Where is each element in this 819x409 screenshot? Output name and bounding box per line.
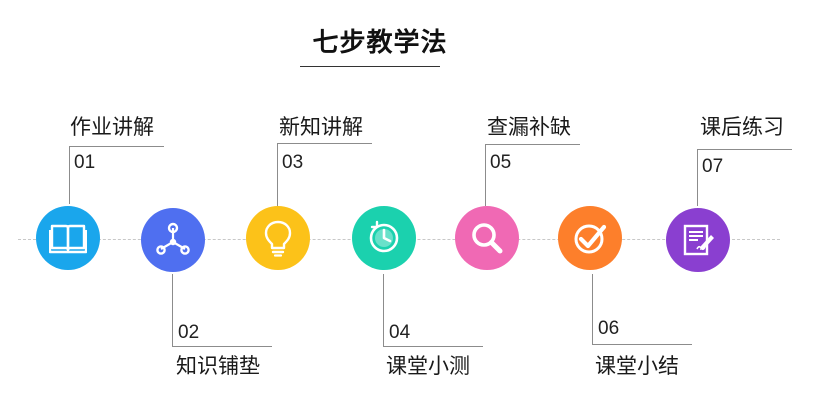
magnifier-icon xyxy=(472,223,503,254)
step-label: 知识铺垫 xyxy=(176,354,260,378)
step-label: 作业讲解 xyxy=(70,115,154,139)
connector-horizontal xyxy=(277,143,372,144)
connector-horizontal xyxy=(383,346,483,347)
connector-horizontal xyxy=(172,346,272,347)
connector-horizontal xyxy=(69,146,164,147)
lightbulb-icon xyxy=(264,220,292,257)
step-number: 02 xyxy=(178,322,200,343)
step-number: 01 xyxy=(74,152,96,173)
step-circle xyxy=(666,208,730,272)
step-label: 新知讲解 xyxy=(279,115,363,139)
connector-vertical xyxy=(592,274,593,345)
connector-horizontal xyxy=(697,149,792,150)
check-circle-icon xyxy=(574,224,607,254)
step-circle xyxy=(246,206,310,270)
connector-vertical xyxy=(697,150,698,206)
step-circle xyxy=(352,206,416,270)
timer-icon xyxy=(369,220,399,253)
step-number: 06 xyxy=(598,318,620,339)
connector-horizontal xyxy=(485,144,580,145)
step-number: 03 xyxy=(282,152,304,173)
book-icon xyxy=(49,224,87,254)
step-circle xyxy=(455,206,519,270)
document-pen-icon xyxy=(683,224,714,256)
share-nodes-icon xyxy=(156,222,190,255)
step-number: 05 xyxy=(490,152,512,173)
step-number: 04 xyxy=(389,322,411,343)
connector-vertical xyxy=(277,144,278,206)
connector-vertical xyxy=(69,147,70,204)
step-label: 课堂小测 xyxy=(386,354,470,378)
step-number: 07 xyxy=(702,156,724,177)
connector-vertical xyxy=(172,274,173,347)
step-circle xyxy=(36,206,100,270)
step-label: 课堂小结 xyxy=(595,354,679,378)
connector-vertical xyxy=(383,274,384,347)
diagram-title: 七步教学法 xyxy=(312,28,448,58)
step-label: 课后练习 xyxy=(700,115,784,139)
connector-vertical xyxy=(485,145,486,206)
step-circle xyxy=(558,206,622,270)
connector-horizontal xyxy=(592,344,692,345)
step-label: 查漏补缺 xyxy=(487,115,571,139)
step-circle xyxy=(141,208,205,272)
title-underline xyxy=(300,66,440,67)
